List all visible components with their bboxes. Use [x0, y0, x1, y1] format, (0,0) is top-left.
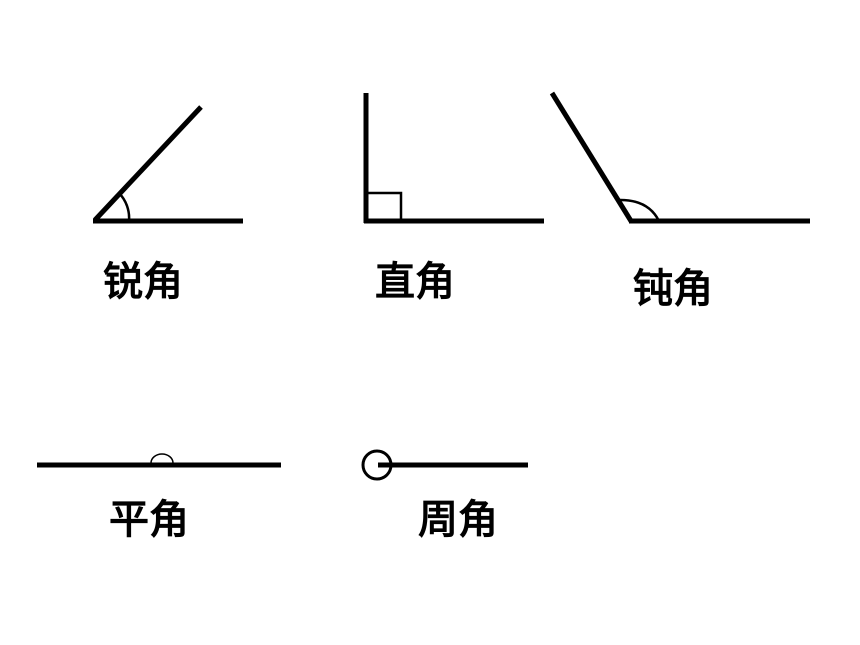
straight-angle-arc	[150, 453, 174, 464]
full-angle-circle	[361, 449, 393, 481]
acute-angle-slanted-ray	[93, 105, 203, 222]
straight-angle-figure	[37, 453, 281, 468]
obtuse-angle-figure	[549, 91, 810, 224]
right-angle-square-marker	[364, 191, 403, 223]
straight-angle-label: 平角	[109, 497, 189, 543]
acute-angle-label: 锐角	[103, 259, 183, 305]
obtuse-angle-label: 钝角	[633, 266, 713, 312]
obtuse-angle-slanted-ray	[549, 91, 634, 223]
right-angle-label: 直角	[375, 259, 455, 305]
obtuse-angle-arc	[617, 198, 661, 222]
right-angle-figure	[363, 93, 544, 224]
full-angle-label: 周角	[418, 497, 498, 543]
acute-angle-arc	[118, 192, 131, 222]
full-angle-figure	[361, 449, 528, 481]
acute-angle-figure	[93, 105, 243, 224]
